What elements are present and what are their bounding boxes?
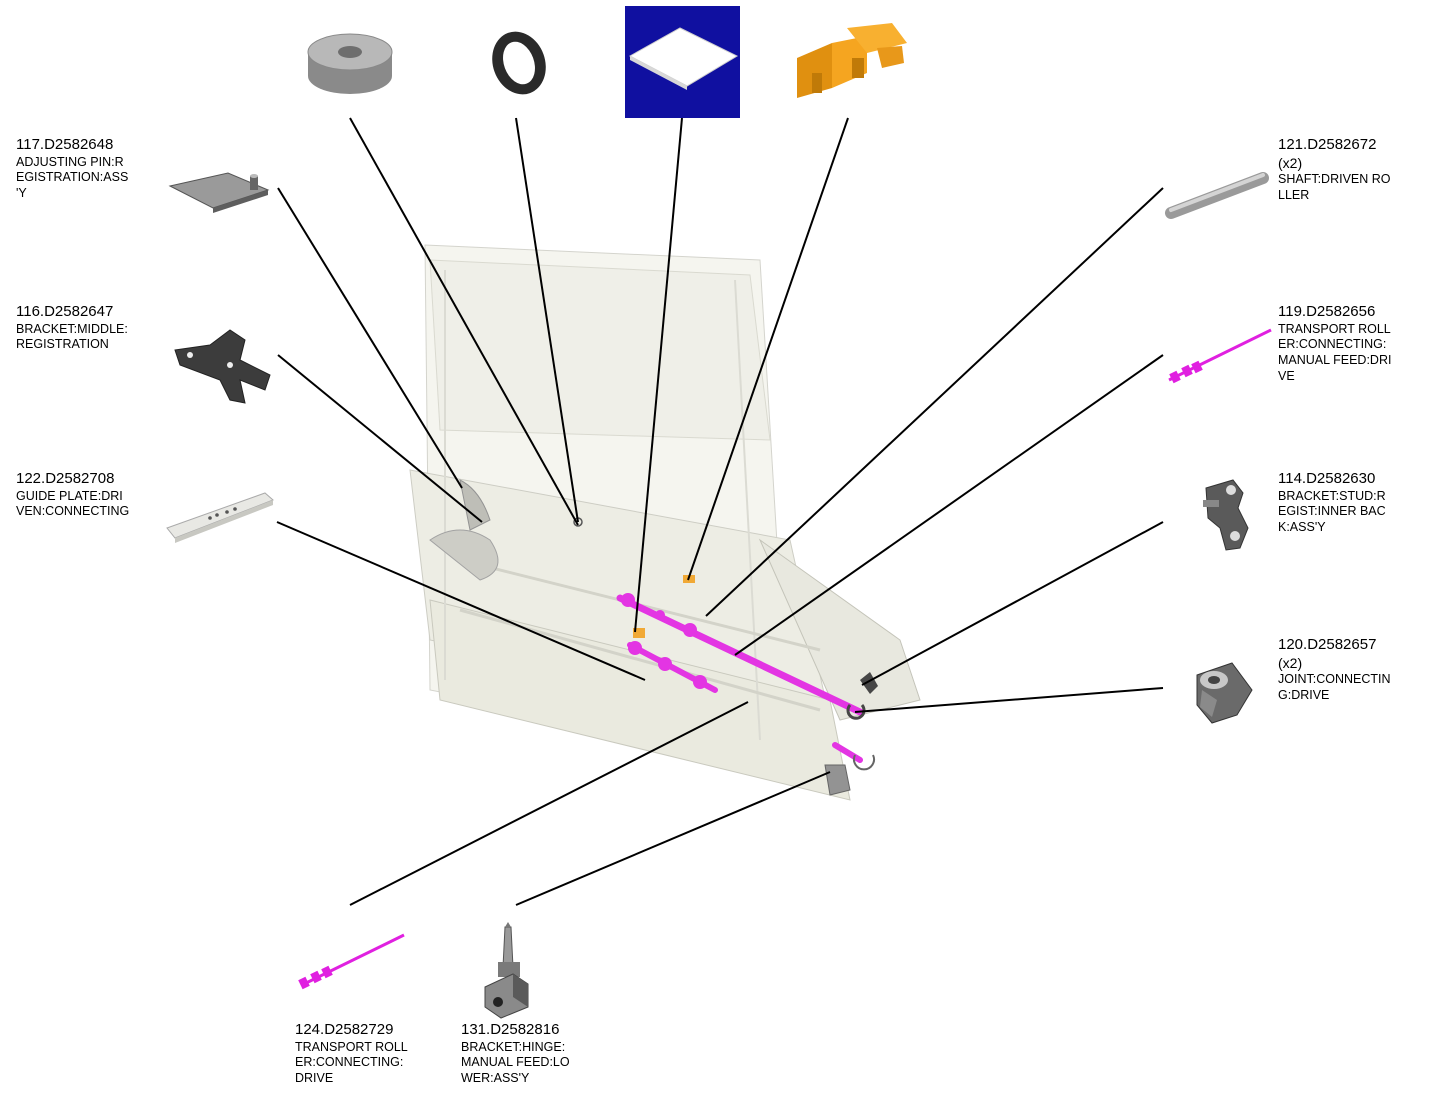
label-116: 116.D2582647 BRACKET:MIDDLE: REGISTRATIO… <box>16 303 176 353</box>
label-121: 121.D2582672 (x2) SHAFT:DRIVEN RO LLER <box>1278 136 1428 204</box>
part-desc-124: TRANSPORT ROLL ER:CONNECTING: DRIVE <box>295 1039 408 1085</box>
adjusting-pin-icon <box>168 172 270 213</box>
leader-lines <box>276 117 1164 906</box>
label-119: 119.D2582656 TRANSPORT ROLL ER:CONNECTIN… <box>1278 303 1428 384</box>
orange-clip-icon <box>797 23 907 98</box>
leader-121 <box>705 187 1164 617</box>
stud-bracket-icon <box>1203 479 1249 551</box>
cylinder-spacer-icon <box>307 33 393 94</box>
part-desc-120: JOINT:CONNECTIN G:DRIVE <box>1278 672 1391 702</box>
part-number-122: 122.D2582708 <box>16 470 115 487</box>
part-qty-120: (x2) <box>1278 654 1303 671</box>
transport-roller-manual-icon <box>1168 328 1272 384</box>
part-number-114: 114.D2582630 <box>1278 470 1376 487</box>
part-desc-119: TRANSPORT ROLL ER:CONNECTING: MANUAL FEE… <box>1278 321 1392 383</box>
connecting-joint-icon <box>1196 662 1253 724</box>
part-desc-131: BRACKET:HINGE: MANUAL FEED:LO WER:ASS'Y <box>461 1039 570 1085</box>
part-desc-121: SHAFT:DRIVEN RO LLER <box>1278 172 1391 202</box>
label-131: 131.D2582816 BRACKET:HINGE: MANUAL FEED:… <box>461 1021 621 1087</box>
label-114: 114.D2582630 BRACKET:STUD:R EGIST:INNER … <box>1278 470 1428 536</box>
part-desc-114: BRACKET:STUD:R EGIST:INNER BAC K:ASS'Y <box>1278 488 1386 534</box>
label-122: 122.D2582708 GUIDE PLATE:DRI VEN:CONNECT… <box>16 470 176 520</box>
leader-114 <box>861 521 1164 686</box>
part-number-121: 121.D2582672 <box>1278 136 1377 153</box>
leader-117 <box>277 187 463 489</box>
hinge-bracket-icon <box>484 922 529 1019</box>
part-desc-122: GUIDE PLATE:DRI VEN:CONNECTING <box>16 488 130 519</box>
middle-bracket-icon <box>174 329 271 404</box>
leader-washer <box>515 117 579 523</box>
part-number-119: 119.D2582656 <box>1278 303 1376 320</box>
part-desc-117: ADJUSTING PIN:R EGISTRATION:ASS 'Y <box>16 154 129 200</box>
part-number-124: 124.D2582729 <box>295 1021 394 1038</box>
driven-roller-shaft-icon <box>1165 172 1269 219</box>
washer-ring-icon <box>492 31 546 95</box>
leader-116 <box>277 354 483 523</box>
leader-sheet <box>634 117 683 633</box>
part-qty-121: (x2) <box>1278 154 1303 171</box>
part-desc-116: BRACKET:MIDDLE: REGISTRATION <box>16 321 128 352</box>
part-number-117: 117.D2582648 <box>16 136 114 153</box>
plate-sheet-icon <box>625 6 740 118</box>
part-number-116: 116.D2582647 <box>16 303 114 320</box>
leader-131 <box>515 771 831 906</box>
main-assembly <box>409 244 921 801</box>
leader-120 <box>854 687 1164 713</box>
part-number-120: 120.D2582657 <box>1278 636 1377 653</box>
transport-roller-drive-icon <box>298 933 405 990</box>
leader-124 <box>349 701 749 906</box>
label-124: 124.D2582729 TRANSPORT ROLL ER:CONNECTIN… <box>295 1021 455 1087</box>
label-117: 117.D2582648 ADJUSTING PIN:R EGISTRATION… <box>16 136 176 202</box>
leader-clip <box>687 117 849 581</box>
leader-122 <box>276 521 646 681</box>
part-number-131: 131.D2582816 <box>461 1021 560 1038</box>
leader-spacer <box>349 117 579 526</box>
label-120: 120.D2582657 (x2) JOINT:CONNECTIN G:DRIV… <box>1278 636 1428 704</box>
guide-plate-icon <box>166 492 274 543</box>
leader-119 <box>734 354 1164 656</box>
